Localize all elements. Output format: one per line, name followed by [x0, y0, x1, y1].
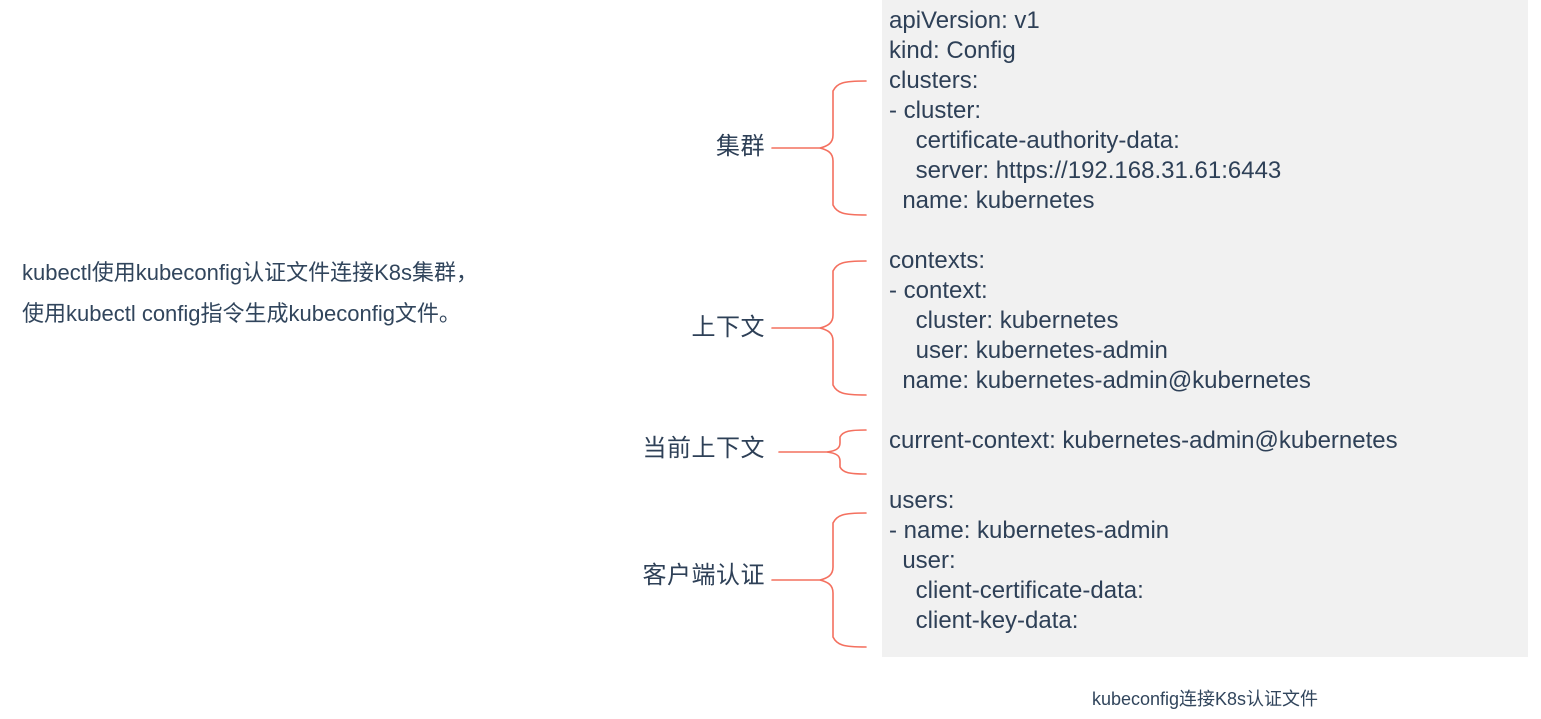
code-line: - name: kubernetes-admin — [889, 517, 1170, 544]
code-line: server: https://192.168.31.61:6443 — [889, 157, 1282, 184]
code-line: client-certificate-data: — [889, 577, 1144, 604]
code-line: clusters: — [889, 67, 979, 94]
section-label-client-auth: 客户端认证 — [642, 562, 765, 589]
code-line: - context: — [889, 277, 988, 304]
code-line: client-key-data: — [889, 607, 1079, 634]
section-label-context: 上下文 — [691, 314, 765, 341]
code-line: cluster: kubernetes — [889, 307, 1119, 334]
code-line-blank — [889, 216, 1522, 246]
section-label-current-context: 当前上下文 — [642, 435, 765, 462]
code-line: contexts: — [889, 247, 986, 274]
section-label-cluster: 集群 — [716, 133, 765, 160]
code-line: name: kubernetes-admin@kubernetes — [889, 367, 1311, 394]
code-line: user: kubernetes-admin — [889, 337, 1168, 364]
code-line: name: kubernetes — [889, 187, 1095, 214]
brace-connector-client-auth — [765, 504, 875, 654]
code-line: apiVersion: v1 — [889, 7, 1040, 34]
figure-caption: kubeconfig连接K8s认证文件 — [1091, 689, 1319, 709]
kubeconfig-code-panel: apiVersion: v1 kind: Config clusters: - clu… — [882, 0, 1528, 657]
brace-connector-cluster — [765, 72, 875, 222]
brace-connector-current-context — [765, 424, 875, 480]
code-line-blank — [889, 396, 1522, 426]
code-line-blank — [889, 456, 1522, 486]
code-line: - cluster: — [889, 97, 982, 124]
code-line: user: — [889, 547, 956, 574]
code-line: certificate-authority-data: — [889, 127, 1180, 154]
code-line: kind: Config — [889, 37, 1016, 64]
code-line: current-context: kubernetes-admin@kubern… — [889, 427, 1398, 454]
description-paragraph: kubectl使用kubeconfig认证文件连接K8s集群， 使用kubect… — [22, 260, 479, 326]
kubeconfig-code-lines: apiVersion: v1 kind: Config clusters: - clu… — [889, 6, 1522, 636]
brace-connector-context — [765, 252, 875, 402]
code-line: users: — [889, 487, 955, 514]
